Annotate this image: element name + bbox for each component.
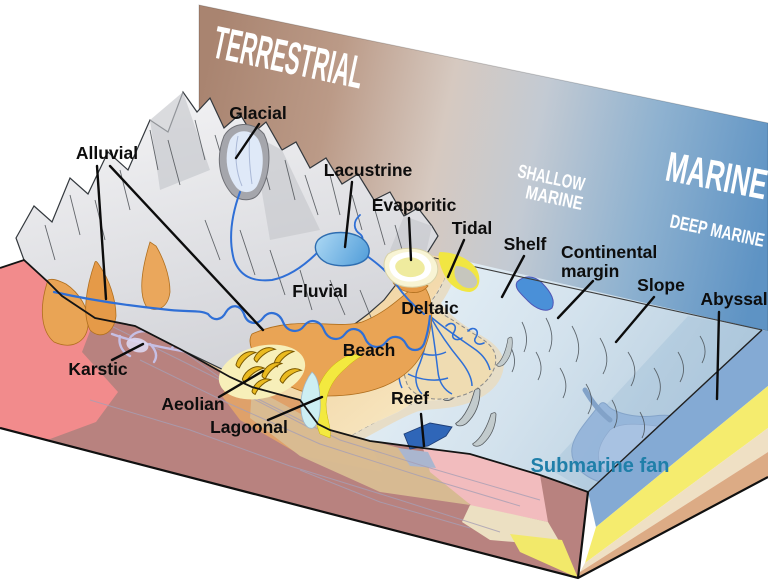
main-meandering-river [52, 290, 432, 352]
label-abyssal: Abyssal [700, 289, 767, 309]
right-face-cream-layer [580, 428, 768, 572]
leader-aeolian [217, 369, 265, 399]
leader-tidal [446, 238, 466, 279]
leader-glacial [234, 122, 261, 160]
leader-evaporitic [407, 216, 413, 262]
coastal-zone [300, 353, 363, 439]
leader-alluvial-1 [95, 164, 108, 301]
right-face-yellow-layer [585, 386, 768, 563]
tidal-flat [438, 252, 480, 292]
label-glacial: Glacial [229, 103, 286, 123]
tidal-mudflat-gray [454, 266, 478, 289]
front-strata-cream [462, 505, 562, 546]
leader-lagoonal [266, 395, 324, 422]
lagoon [300, 371, 321, 429]
label-reef: Reef [391, 388, 429, 408]
front-face-pink-rock [0, 260, 118, 442]
lake-lacustrine [314, 231, 370, 267]
label-slope: Slope [637, 275, 685, 295]
leader-slope [614, 295, 656, 344]
shelf-bank [515, 276, 554, 311]
evaporite-flat [383, 247, 439, 288]
leader-reef [419, 412, 426, 448]
leader-shelf [500, 254, 526, 299]
front-face [0, 260, 588, 578]
right-face-strata [578, 330, 768, 579]
label-evaporitic: Evaporitic [372, 195, 457, 215]
leader-karstic [110, 342, 145, 362]
label-tidal: Tidal [452, 218, 493, 238]
label-lacustrine: Lacustrine [324, 160, 413, 180]
block-bottom-silhouette [0, 426, 768, 580]
label-margin: margin [561, 261, 619, 281]
label-submarine-fan: Submarine fan [531, 455, 670, 477]
reef [403, 422, 453, 450]
oxbow-squiggle-1 [445, 322, 463, 341]
label-lagoonal: Lagoonal [210, 417, 288, 437]
environment-labels: Glacial Alluvial Lacustrine Evaporitic T… [68, 103, 767, 477]
submarine-fan-feeder-channel [582, 387, 613, 423]
label-beach: Beach [343, 340, 396, 360]
front-strata-yellow-sliver [510, 534, 578, 578]
label-aeolian: Aeolian [161, 394, 224, 414]
label-deltaic: Deltaic [401, 298, 459, 318]
evaporite-core [395, 257, 425, 278]
label-fluvial: Fluvial [292, 281, 347, 301]
glacier-ice [226, 131, 263, 193]
front-strata-pink-band [423, 448, 548, 522]
leader-alluvial-2 [108, 164, 265, 332]
label-continental: Continental [561, 242, 657, 262]
terrain-front-edge [0, 258, 589, 493]
leader-abyssal [715, 310, 721, 401]
label-karstic: Karstic [68, 359, 128, 379]
right-face-tan-layer [578, 452, 768, 579]
slope-channel-lines [509, 317, 706, 439]
right-face-water-layer [588, 330, 768, 527]
top-surface-right-edge [587, 329, 763, 493]
glacial-meltwater-stream [230, 191, 319, 282]
label-alluvial: Alluvial [76, 143, 138, 163]
label-shelf: Shelf [504, 234, 547, 254]
front-strata-lines [89, 317, 541, 533]
front-strata-bluegray-patch [398, 448, 436, 468]
leader-lines [95, 122, 721, 448]
oxbow-squiggle-2 [467, 327, 485, 345]
leader-lacustrine [343, 180, 354, 249]
glacier-region [218, 124, 270, 201]
leader-continental-margin [556, 279, 595, 320]
